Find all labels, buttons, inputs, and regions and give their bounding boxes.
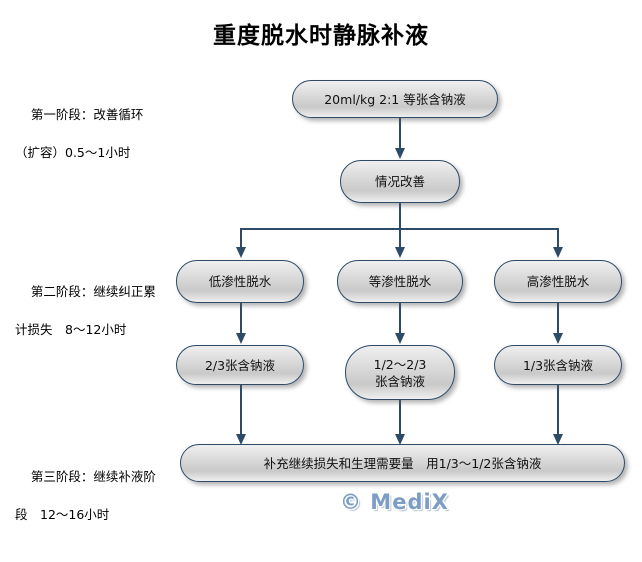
node-initial-bolus-label: 20ml/kg 2:1 等张含钠液 bbox=[324, 91, 466, 107]
connector-hypertonic-to-maintenance bbox=[557, 385, 559, 436]
arrowhead-hypotonic-to-fluid bbox=[235, 333, 246, 344]
arrowhead-isotonic-to-fluid bbox=[394, 333, 405, 344]
node-improved[interactable]: 情况改善 bbox=[340, 160, 460, 203]
node-hypotonic-fluid-label: 2/3张含钠液 bbox=[204, 357, 276, 373]
connector-branch-middle bbox=[399, 228, 401, 249]
stage-3-line-2: 段 12～16小时 bbox=[15, 507, 110, 522]
page-title: 重度脱水时静脉补液 bbox=[213, 23, 429, 49]
connector-bolus-to-improved bbox=[399, 117, 401, 150]
node-isotonic-fluid-label: 1/2～2/3 张含钠液 bbox=[373, 356, 427, 389]
arrowhead-bolus-to-improved bbox=[394, 148, 405, 159]
flowchart-canvas: 重度脱水时静脉补液 第一阶段：改善循环 （扩容）0.5～1小时 第二阶段：继续纠… bbox=[15, 23, 625, 522]
stage-3-line-1: 第三阶段：继续补液阶 bbox=[30, 469, 156, 484]
node-maintenance-label: 补充继续损失和生理需要量 用1/3～1/2张含钠液 bbox=[263, 455, 542, 471]
stage-1-line-1: 第一阶段：改善循环 bbox=[30, 107, 144, 122]
node-hypertonic-dehydration[interactable]: 高渗性脱水 bbox=[494, 260, 622, 303]
connector-hypotonic-to-fluid bbox=[240, 303, 242, 335]
node-maintenance[interactable]: 补充继续损失和生理需要量 用1/3～1/2张含钠液 bbox=[180, 444, 625, 482]
node-initial-bolus[interactable]: 20ml/kg 2:1 等张含钠液 bbox=[292, 80, 498, 118]
node-hypertonic-fluid-label: 1/3张含钠液 bbox=[522, 357, 594, 373]
connector-isotonic-to-maintenance bbox=[399, 400, 401, 436]
stage-1-line-2: （扩容）0.5～1小时 bbox=[15, 145, 131, 160]
node-isotonic-dehydration[interactable]: 等渗性脱水 bbox=[337, 260, 463, 303]
stage-label-1: 第一阶段：改善循环 （扩容）0.5～1小时 bbox=[15, 86, 143, 200]
arrowhead-branch-middle bbox=[394, 247, 405, 258]
node-isotonic-dehydration-label: 等渗性脱水 bbox=[368, 274, 432, 289]
stage-2-line-1: 第二阶段：继续纠正累 bbox=[30, 284, 156, 299]
arrowhead-branch-left bbox=[235, 247, 246, 258]
node-isotonic-fluid[interactable]: 1/2～2/3 张含钠液 bbox=[345, 345, 455, 400]
node-hypotonic-dehydration[interactable]: 低渗性脱水 bbox=[176, 260, 304, 303]
arrowhead-isotonic-to-maintenance bbox=[394, 434, 405, 445]
stage-label-3: 第三阶段：继续补液阶 段 12～16小时 bbox=[15, 448, 156, 562]
arrowhead-hypertonic-to-maintenance bbox=[552, 434, 563, 445]
connector-hypertonic-to-fluid bbox=[557, 303, 559, 335]
arrowhead-hypotonic-to-maintenance bbox=[235, 434, 246, 445]
connector-hypotonic-to-maintenance bbox=[240, 385, 242, 436]
node-hypertonic-dehydration-label: 高渗性脱水 bbox=[526, 274, 590, 289]
node-hypertonic-fluid[interactable]: 1/3张含钠液 bbox=[494, 345, 622, 385]
stage-2-line-2: 计损失 8～12小时 bbox=[15, 322, 127, 337]
node-hypotonic-fluid[interactable]: 2/3张含钠液 bbox=[176, 345, 304, 385]
watermark-medix: © MediX bbox=[340, 490, 449, 514]
connector-branch-right bbox=[557, 228, 559, 249]
stage-label-2: 第二阶段：继续纠正累 计损失 8～12小时 bbox=[15, 263, 156, 377]
arrowhead-hypertonic-to-fluid bbox=[552, 333, 563, 344]
node-hypotonic-dehydration-label: 低渗性脱水 bbox=[208, 274, 272, 289]
arrowhead-branch-right bbox=[552, 247, 563, 258]
connector-branch-left bbox=[240, 228, 242, 249]
connector-improved-down bbox=[399, 203, 401, 229]
connector-isotonic-to-fluid bbox=[399, 303, 401, 335]
node-improved-label: 情况改善 bbox=[374, 174, 425, 189]
